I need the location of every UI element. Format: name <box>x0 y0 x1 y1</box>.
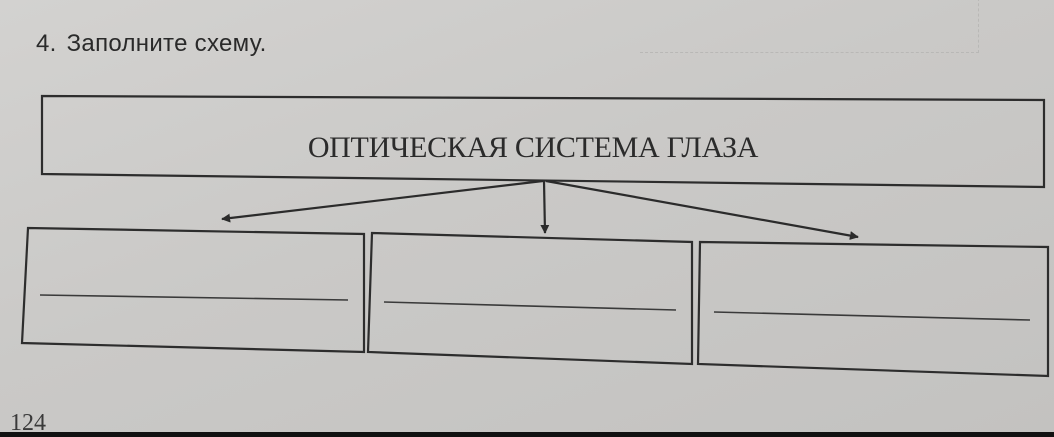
answer-line-1[interactable] <box>39 294 349 301</box>
answer-box-1[interactable] <box>20 226 366 354</box>
faint-background-frame <box>640 0 979 53</box>
answer-line-3[interactable] <box>713 311 1031 321</box>
scheme-title: ОПТИЧЕСКАЯ СИСТЕМА ГЛАЗА <box>308 131 759 164</box>
arrow-left <box>221 179 544 223</box>
page-number: 124 <box>10 410 46 436</box>
arrow-middle <box>540 180 550 234</box>
arrow-right <box>545 179 859 240</box>
task-heading: 4. Заполните схему. <box>36 30 267 58</box>
bottom-edge <box>0 432 1054 437</box>
arrows <box>221 179 859 240</box>
task-instruction: Заполните схему. <box>66 30 267 57</box>
answer-box-3[interactable] <box>696 240 1050 378</box>
title-box: ОПТИЧЕСКАЯ СИСТЕМА ГЛАЗА <box>40 94 1046 189</box>
answer-box-2[interactable] <box>366 231 694 366</box>
answer-line-2[interactable] <box>383 301 677 311</box>
task-number: 4. <box>36 30 57 57</box>
